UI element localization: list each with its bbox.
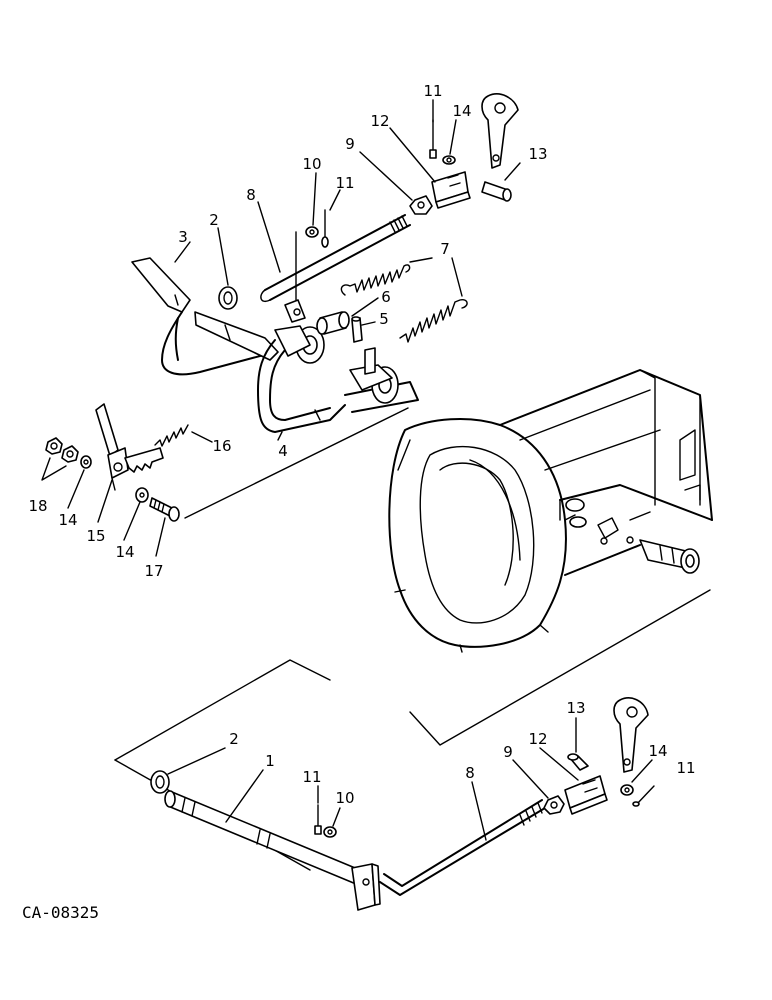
callout-bot-8: 8 <box>465 764 475 782</box>
callout-labels: 11 14 12 13 9 10 11 8 3 2 7 6 5 4 16 18 … <box>28 82 695 807</box>
callout-bot-1: 1 <box>265 752 275 770</box>
lower-left-hardware <box>314 804 337 838</box>
part-18-nuts <box>45 437 92 469</box>
part-16-spring <box>154 424 189 447</box>
part-3-pedal-arm <box>131 257 279 376</box>
leader-lines <box>41 99 653 841</box>
callout-bot-11b: 11 <box>676 759 695 777</box>
part-5-roll-pin <box>351 316 363 343</box>
upper-small-hardware <box>305 119 456 248</box>
part-4-cross-tube <box>257 339 419 433</box>
part-9-nut-lower <box>543 795 565 815</box>
part-12-clevis-upper <box>431 171 471 209</box>
callout-bot-14: 14 <box>648 742 667 760</box>
part-8-rod-lower <box>379 799 546 896</box>
callout-top-4: 4 <box>278 442 288 460</box>
callout-top-11b: 11 <box>335 174 354 192</box>
callout-bot-12: 12 <box>528 730 547 748</box>
part-7-springs <box>340 264 468 343</box>
callout-top-2: 2 <box>209 211 219 229</box>
callout-bot-13: 13 <box>566 699 585 717</box>
callout-top-16: 16 <box>212 437 231 455</box>
callout-top-14c: 14 <box>115 543 134 561</box>
part-1-cross-shaft <box>164 790 381 911</box>
callout-top-9: 9 <box>345 135 355 153</box>
callout-top-11a: 11 <box>423 82 442 100</box>
callout-top-14a: 14 <box>452 102 471 120</box>
callout-top-14b: 14 <box>58 511 77 529</box>
callout-top-3: 3 <box>178 228 188 246</box>
part-13-pin-lower <box>567 753 589 771</box>
part-2-snap-ring-lower <box>150 770 170 794</box>
callout-bot-11a: 11 <box>302 768 321 786</box>
callout-top-12: 12 <box>370 112 389 130</box>
part-2-snap-ring-upper <box>218 286 238 310</box>
part-9-nut-upper <box>409 195 433 215</box>
lower-arm <box>613 697 649 773</box>
part-17-bolt <box>135 487 180 522</box>
callout-bot-9: 9 <box>503 743 513 761</box>
callout-top-13: 13 <box>528 145 547 163</box>
part-6-collar <box>316 311 350 335</box>
lower-assembly <box>114 589 711 911</box>
callout-bot-2: 2 <box>229 730 239 748</box>
upper-collar <box>274 231 325 364</box>
callout-top-17: 17 <box>144 562 163 580</box>
transmission-housing <box>388 369 713 653</box>
callout-top-18: 18 <box>28 497 47 515</box>
callout-top-6: 6 <box>381 288 391 306</box>
callout-bot-10: 10 <box>335 789 354 807</box>
callout-top-10: 10 <box>302 155 321 173</box>
part-15-hand-lever <box>95 403 164 491</box>
callout-top-15: 15 <box>86 527 105 545</box>
drawing-code: CA-08325 <box>22 903 99 922</box>
part-8-rod-upper <box>260 214 411 302</box>
callout-top-5: 5 <box>379 310 389 328</box>
callout-top-8: 8 <box>246 186 256 204</box>
upper-assembly <box>45 93 519 522</box>
part-12-clevis-lower <box>564 775 608 815</box>
part-13-pin-upper <box>481 93 519 202</box>
callout-top-7: 7 <box>440 240 450 258</box>
lower-right-hardware <box>620 784 655 807</box>
